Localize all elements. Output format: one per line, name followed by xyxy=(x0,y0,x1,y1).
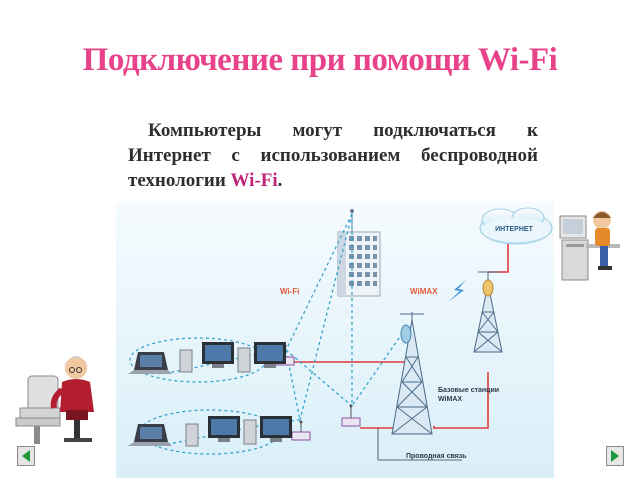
grandmother-at-computer-icon xyxy=(15,356,94,444)
internet-cloud-icon xyxy=(479,207,553,245)
monitor-icon xyxy=(260,416,292,442)
monitor-icon xyxy=(254,342,286,368)
laptop-icon xyxy=(128,352,172,374)
prev-slide-button[interactable] xyxy=(17,446,35,466)
next-slide-button[interactable] xyxy=(606,446,624,466)
desktop-pc-icon xyxy=(185,416,257,447)
base-stations-label: Базовые станции xyxy=(438,387,499,394)
network-diagram: ИНТЕРНЕТ Wi-Fi W xyxy=(116,202,554,478)
laptop-icon xyxy=(128,424,172,446)
person-at-computer-icon xyxy=(559,211,620,281)
wifi-highlight: Wi-Fi xyxy=(230,170,278,191)
building-icon xyxy=(337,209,381,297)
wimax-label: WiMAX xyxy=(410,287,438,296)
arrow-right-icon xyxy=(611,450,619,462)
body-paragraph: Компьютеры могут подключаться к Интернет… xyxy=(128,118,538,193)
wifi-label: Wi-Fi xyxy=(280,287,299,296)
arrow-left-icon xyxy=(22,450,30,462)
base-stations-label-wimax: WiMAX xyxy=(438,396,462,403)
slide-title: Подключение при помощи Wi-Fi xyxy=(82,42,558,78)
wimax-tower-icon xyxy=(473,271,503,353)
wireless-bolt-icon xyxy=(448,280,466,302)
body-period: . xyxy=(277,170,283,191)
desktop-pc-icon xyxy=(179,342,251,373)
wimax-tower-icon xyxy=(391,312,433,435)
body-text: Компьютеры могут подключаться к Интернет… xyxy=(128,120,538,191)
wired-link-label: Проводная связь xyxy=(406,453,467,460)
internet-label: ИНТЕРНЕТ xyxy=(495,226,533,233)
access-point-icon xyxy=(341,404,361,427)
